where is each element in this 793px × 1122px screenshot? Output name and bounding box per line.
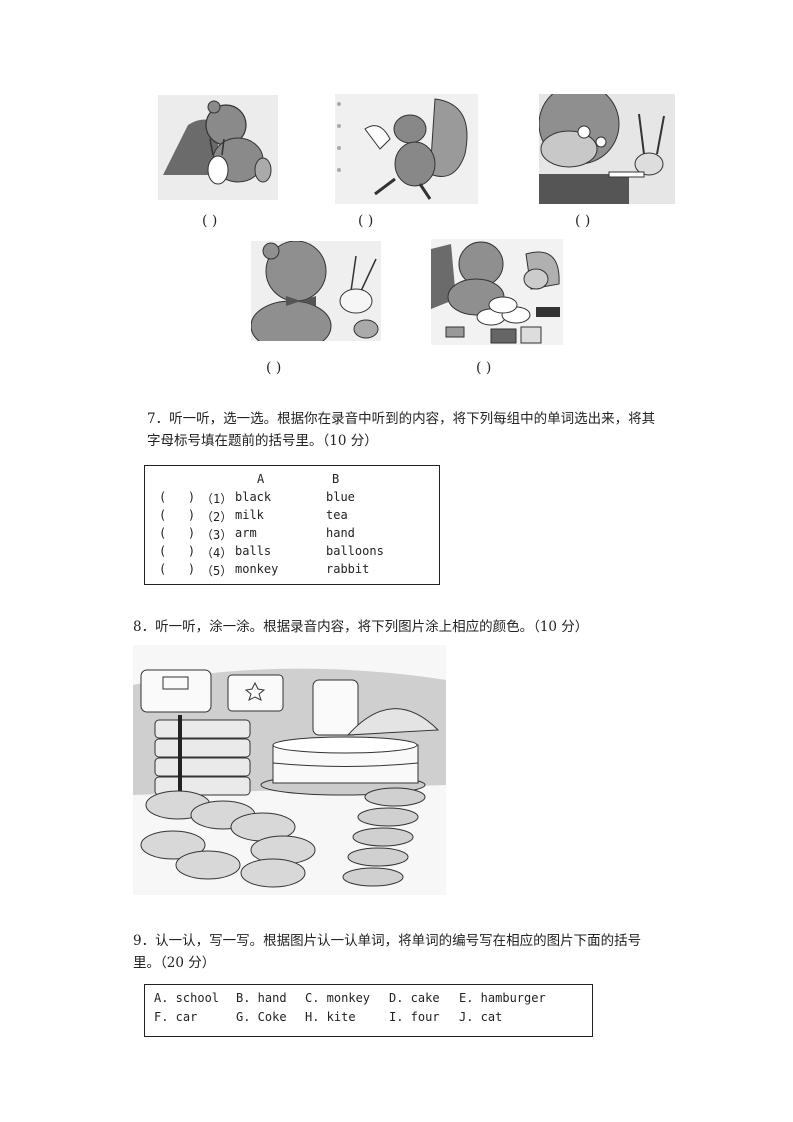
- question-9-line2: 里。（20 分）: [133, 955, 216, 971]
- word-option: E. hamburger: [459, 991, 546, 1005]
- word-option: B. hand: [236, 991, 287, 1005]
- picture-bear-painting: [431, 239, 563, 345]
- option-a: black: [235, 490, 272, 504]
- answer-blank-4[interactable]: ( ): [266, 360, 282, 376]
- coloring-picture-party: [133, 645, 446, 895]
- answer-blank-2[interactable]: ( ): [358, 213, 374, 229]
- picture-squirrel: [335, 94, 478, 204]
- column-header-a: A: [257, 472, 265, 486]
- cartoon-illustration-icon: [335, 94, 478, 204]
- option-a: balls: [235, 544, 272, 558]
- answer-blank-1[interactable]: ( ): [202, 213, 218, 229]
- answer-blank[interactable]: ( ): [159, 544, 196, 558]
- option-b: blue: [326, 490, 355, 504]
- option-a: monkey: [235, 562, 279, 576]
- picture-bear-bowtie-rabbit: [251, 241, 381, 341]
- item-number: （5）: [201, 564, 233, 578]
- word-option: H. kite: [305, 1010, 356, 1024]
- option-a: arm: [235, 526, 257, 540]
- answer-blank[interactable]: ( ): [159, 508, 196, 522]
- word-option: G. Coke: [236, 1010, 287, 1024]
- option-b: rabbit: [326, 562, 370, 576]
- question-9-line1: 9．认一认，写一写。根据图片认一认单词，将单词的编号写在相应的图片下面的括号: [133, 933, 642, 949]
- question-7-instructions: 7．听一听，选一选。根据你在录音中听到的内容，将下列每组中的单词选出来，将其 字…: [147, 408, 687, 452]
- question-9-instructions: 9．认一认，写一写。根据图片认一认单词，将单词的编号写在相应的图片下面的括号 里…: [133, 930, 673, 974]
- answer-blank[interactable]: ( ): [159, 526, 196, 540]
- item-number: （1）: [201, 492, 233, 506]
- answer-blank[interactable]: ( ): [159, 490, 196, 504]
- question-7-line1: 7．听一听，选一选。根据你在录音中听到的内容，将下列每组中的单词选出来，将其: [147, 411, 656, 427]
- option-b: tea: [326, 508, 348, 522]
- picture-bear-cape-rabbit: [158, 95, 278, 200]
- word-option: A. school: [154, 991, 220, 1005]
- party-illustration-icon: [133, 645, 446, 895]
- item-number: （2）: [201, 510, 233, 524]
- word-option: F. car: [154, 1010, 198, 1024]
- word-option: J. cat: [459, 1010, 503, 1024]
- column-header-b: B: [332, 472, 340, 486]
- option-a: milk: [235, 508, 264, 522]
- option-b: hand: [326, 526, 355, 540]
- word-option: C. monkey: [305, 991, 371, 1005]
- answer-blank-5[interactable]: ( ): [476, 360, 492, 376]
- item-number: （3）: [201, 528, 233, 542]
- question-7-line2: 字母标号填在题前的括号里。（10 分）: [147, 433, 378, 449]
- question-8-instructions: 8．听一听，涂一涂。根据录音内容，将下列图片涂上相应的颜色。（10 分）: [133, 619, 589, 635]
- question-7-word-table: A B ( ) （1） black blue ( ) （2） milk tea …: [144, 465, 440, 585]
- picture-bear-rabbit-pen: [539, 94, 675, 204]
- answer-blank[interactable]: ( ): [159, 562, 196, 576]
- cartoon-illustration-icon: [251, 241, 381, 341]
- option-b: balloons: [326, 544, 384, 558]
- answer-blank-3[interactable]: ( ): [575, 213, 591, 229]
- cartoon-illustration-icon: [431, 239, 563, 345]
- question-9-word-bank: A. school B. hand C. monkey D. cake E. h…: [144, 984, 593, 1037]
- word-option: I. four: [389, 1010, 440, 1024]
- word-option: D. cake: [389, 991, 440, 1005]
- cartoon-illustration-icon: [158, 95, 278, 200]
- item-number: （4）: [201, 546, 233, 560]
- cartoon-illustration-icon: [539, 94, 675, 204]
